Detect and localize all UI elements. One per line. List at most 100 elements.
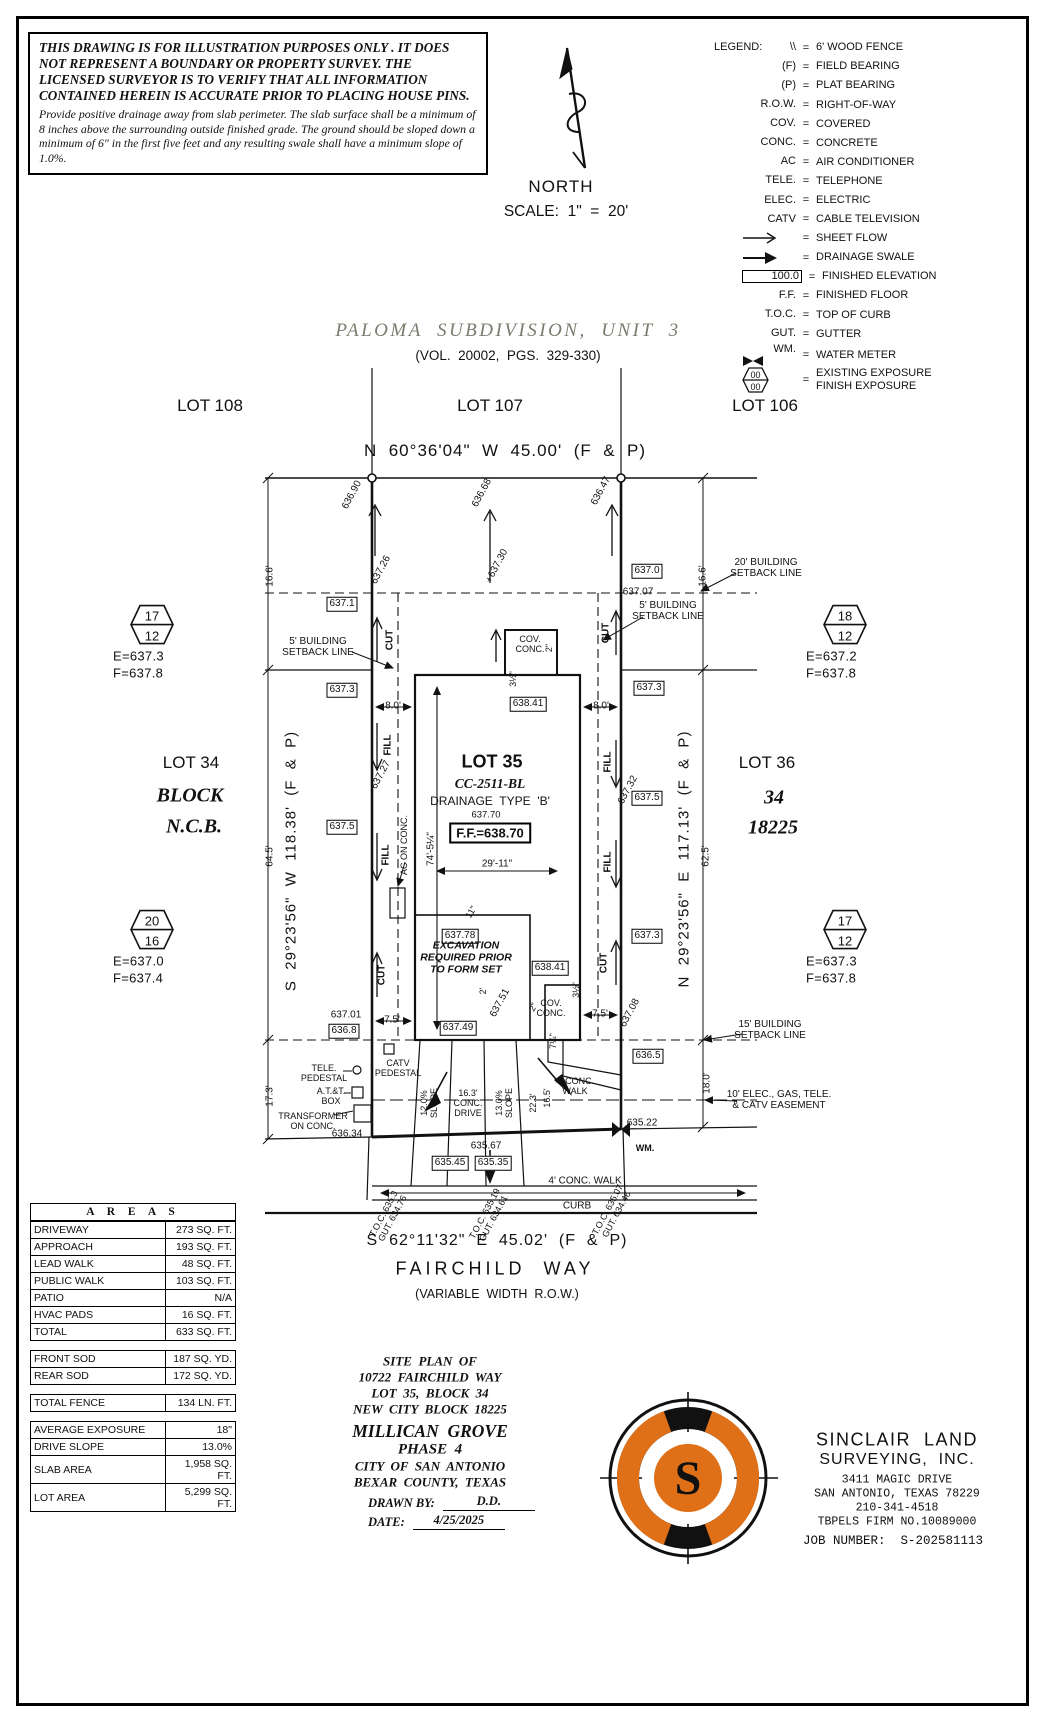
water-meter-icon: [612, 1122, 630, 1137]
areas-title: A R E A S: [30, 1203, 236, 1221]
legend-item: ELEC. = ELECTRIC: [742, 191, 1032, 210]
company-logo-icon: S: [600, 1392, 778, 1564]
legend-abbr: CONC.: [760, 136, 796, 149]
sheet-flow-arrows: [368, 503, 622, 997]
svg-text:00: 00: [750, 370, 760, 380]
property-boundary: [264, 368, 758, 1201]
area-label: REAR SOD: [30, 1367, 166, 1385]
drawn-by-value: D.D.: [442, 1494, 535, 1511]
water-meter-icon: WM.: [742, 343, 796, 368]
drainage-swale-arrows: [424, 1057, 572, 1184]
bearing-south: S 62°11'32" E 45.02' (F & P): [366, 1231, 628, 1249]
legend-abbr: TELE.: [765, 174, 796, 187]
area-value: 273 SQ. FT.: [165, 1221, 236, 1239]
north-label: NORTH: [528, 177, 594, 197]
area-value: 134 LN. FT.: [165, 1394, 236, 1412]
titleblock-line3: LOT 35, BLOCK 34: [371, 1385, 489, 1401]
subdivision-name: PALOMA SUBDIVISION, UNIT 3: [335, 320, 681, 342]
area-value: 48 SQ. FT.: [165, 1255, 236, 1273]
disclaimer-secondary: Provide positive drainage away from slab…: [39, 107, 476, 165]
svg-text:S: S: [675, 1452, 702, 1505]
leader-lines: [333, 572, 743, 1116]
legend-label: AIR CONDITIONER: [816, 155, 915, 168]
equals-sign: =: [802, 117, 810, 130]
equals-sign: =: [802, 175, 810, 188]
equals-sign: =: [802, 156, 810, 169]
utility-fixtures: [351, 1043, 395, 1123]
legend-item: TELE.=TELEPHONE: [742, 172, 1032, 191]
legend-abbr: COV.: [770, 117, 796, 130]
legend-abbr: T.O.C.: [764, 308, 796, 321]
titleblock-line1: SITE PLAN OF: [383, 1353, 477, 1369]
equals-sign: =: [802, 289, 810, 302]
area-value: 13.0%: [165, 1438, 236, 1456]
equals-sign: =: [802, 98, 810, 111]
area-label: APPROACH: [30, 1238, 166, 1256]
west-lot-label: LOT 34: [162, 753, 220, 773]
legend-label: TOP OF CURB: [816, 308, 891, 321]
drawn-by-label: DRAWN BY:: [368, 1496, 435, 1510]
east-block-line1: 34: [764, 786, 784, 809]
equals-sign: =: [802, 251, 810, 264]
drawn-by-row: DRAWN BY: D.D.: [368, 1494, 535, 1511]
area-label: FRONT SOD: [30, 1350, 166, 1368]
legend-abbr: (P): [781, 78, 796, 91]
street-row: (VARIABLE WIDTH R.O.W.): [415, 1286, 579, 1301]
surveyor-name-line2: SURVEYING, INC.: [819, 1450, 975, 1468]
legend-label: WATER METER: [816, 348, 897, 361]
subdivision-volume: (VOL. 20002, PGS. 329-330): [415, 348, 601, 364]
legend-item: GUT.=GUTTER: [742, 324, 1032, 343]
equals-sign: =: [802, 374, 810, 387]
legend-label: CONCRETE: [816, 136, 878, 149]
legend-abbr: ELEC.: [764, 193, 796, 206]
area-value: 18": [165, 1421, 236, 1439]
disclaimer-primary: THIS DRAWING IS FOR ILLUSTRATION PURPOSE…: [39, 40, 470, 103]
area-label: DRIVEWAY: [30, 1221, 166, 1239]
subject-lot-name: LOT 35: [461, 751, 523, 772]
area-label: SLAB AREA: [30, 1455, 166, 1484]
legend-item: COV.=COVERED: [742, 114, 1032, 133]
east-block-line2: 18225: [748, 816, 798, 839]
legend-item: F.F.=FINISHED FLOOR: [742, 286, 1032, 305]
legend-abbr: GUT.: [770, 327, 796, 340]
area-value: 633 SQ. FT.: [165, 1323, 236, 1341]
area-value: N/A: [165, 1289, 236, 1307]
legend-label: PLAT BEARING: [816, 79, 896, 92]
surveyor-phone: 210-341-4518: [855, 1501, 939, 1515]
area-label: PUBLIC WALK: [30, 1272, 166, 1290]
equals-sign: =: [808, 270, 816, 283]
legend-abbr: F.F.: [778, 288, 796, 301]
equals-sign: =: [802, 327, 810, 340]
legend: \\=6' WOOD FENCE(F)=FIELD BEARING(P)=PLA…: [742, 38, 1032, 393]
titleblock-phase: PHASE 4: [397, 1441, 463, 1458]
legend-item: T.O.C.=TOP OF CURB: [742, 305, 1032, 324]
surveyor-name-line1: SINCLAIR LAND: [815, 1429, 979, 1450]
finished-floor-elevation: F.F.=638.70: [449, 822, 531, 844]
subject-lot-drainage: DRAINAGE TYPE 'B': [430, 794, 550, 809]
legend-item: (P)=PLAT BEARING: [742, 76, 1032, 95]
equals-sign: =: [802, 137, 810, 150]
date-label: DATE:: [368, 1515, 405, 1529]
equals-sign: =: [802, 194, 810, 207]
date-row: DATE: 4/25/2025: [368, 1513, 505, 1530]
legend-label: ELECTRIC: [816, 193, 871, 206]
equals-sign: =: [802, 213, 810, 226]
titleblock-line4: NEW CITY BLOCK 18225: [353, 1401, 507, 1417]
west-block-line2: N.C.B.: [165, 815, 223, 838]
adjacent-lot-107: LOT 107: [457, 396, 523, 416]
legend-item: =DRAINAGE SWALE: [742, 248, 1032, 267]
east-lot-label: LOT 36: [738, 753, 796, 773]
legend-label: FIELD BEARING: [816, 60, 900, 73]
legend-label: CABLE TELEVISION: [816, 213, 920, 226]
area-label: PATIO: [30, 1289, 166, 1307]
